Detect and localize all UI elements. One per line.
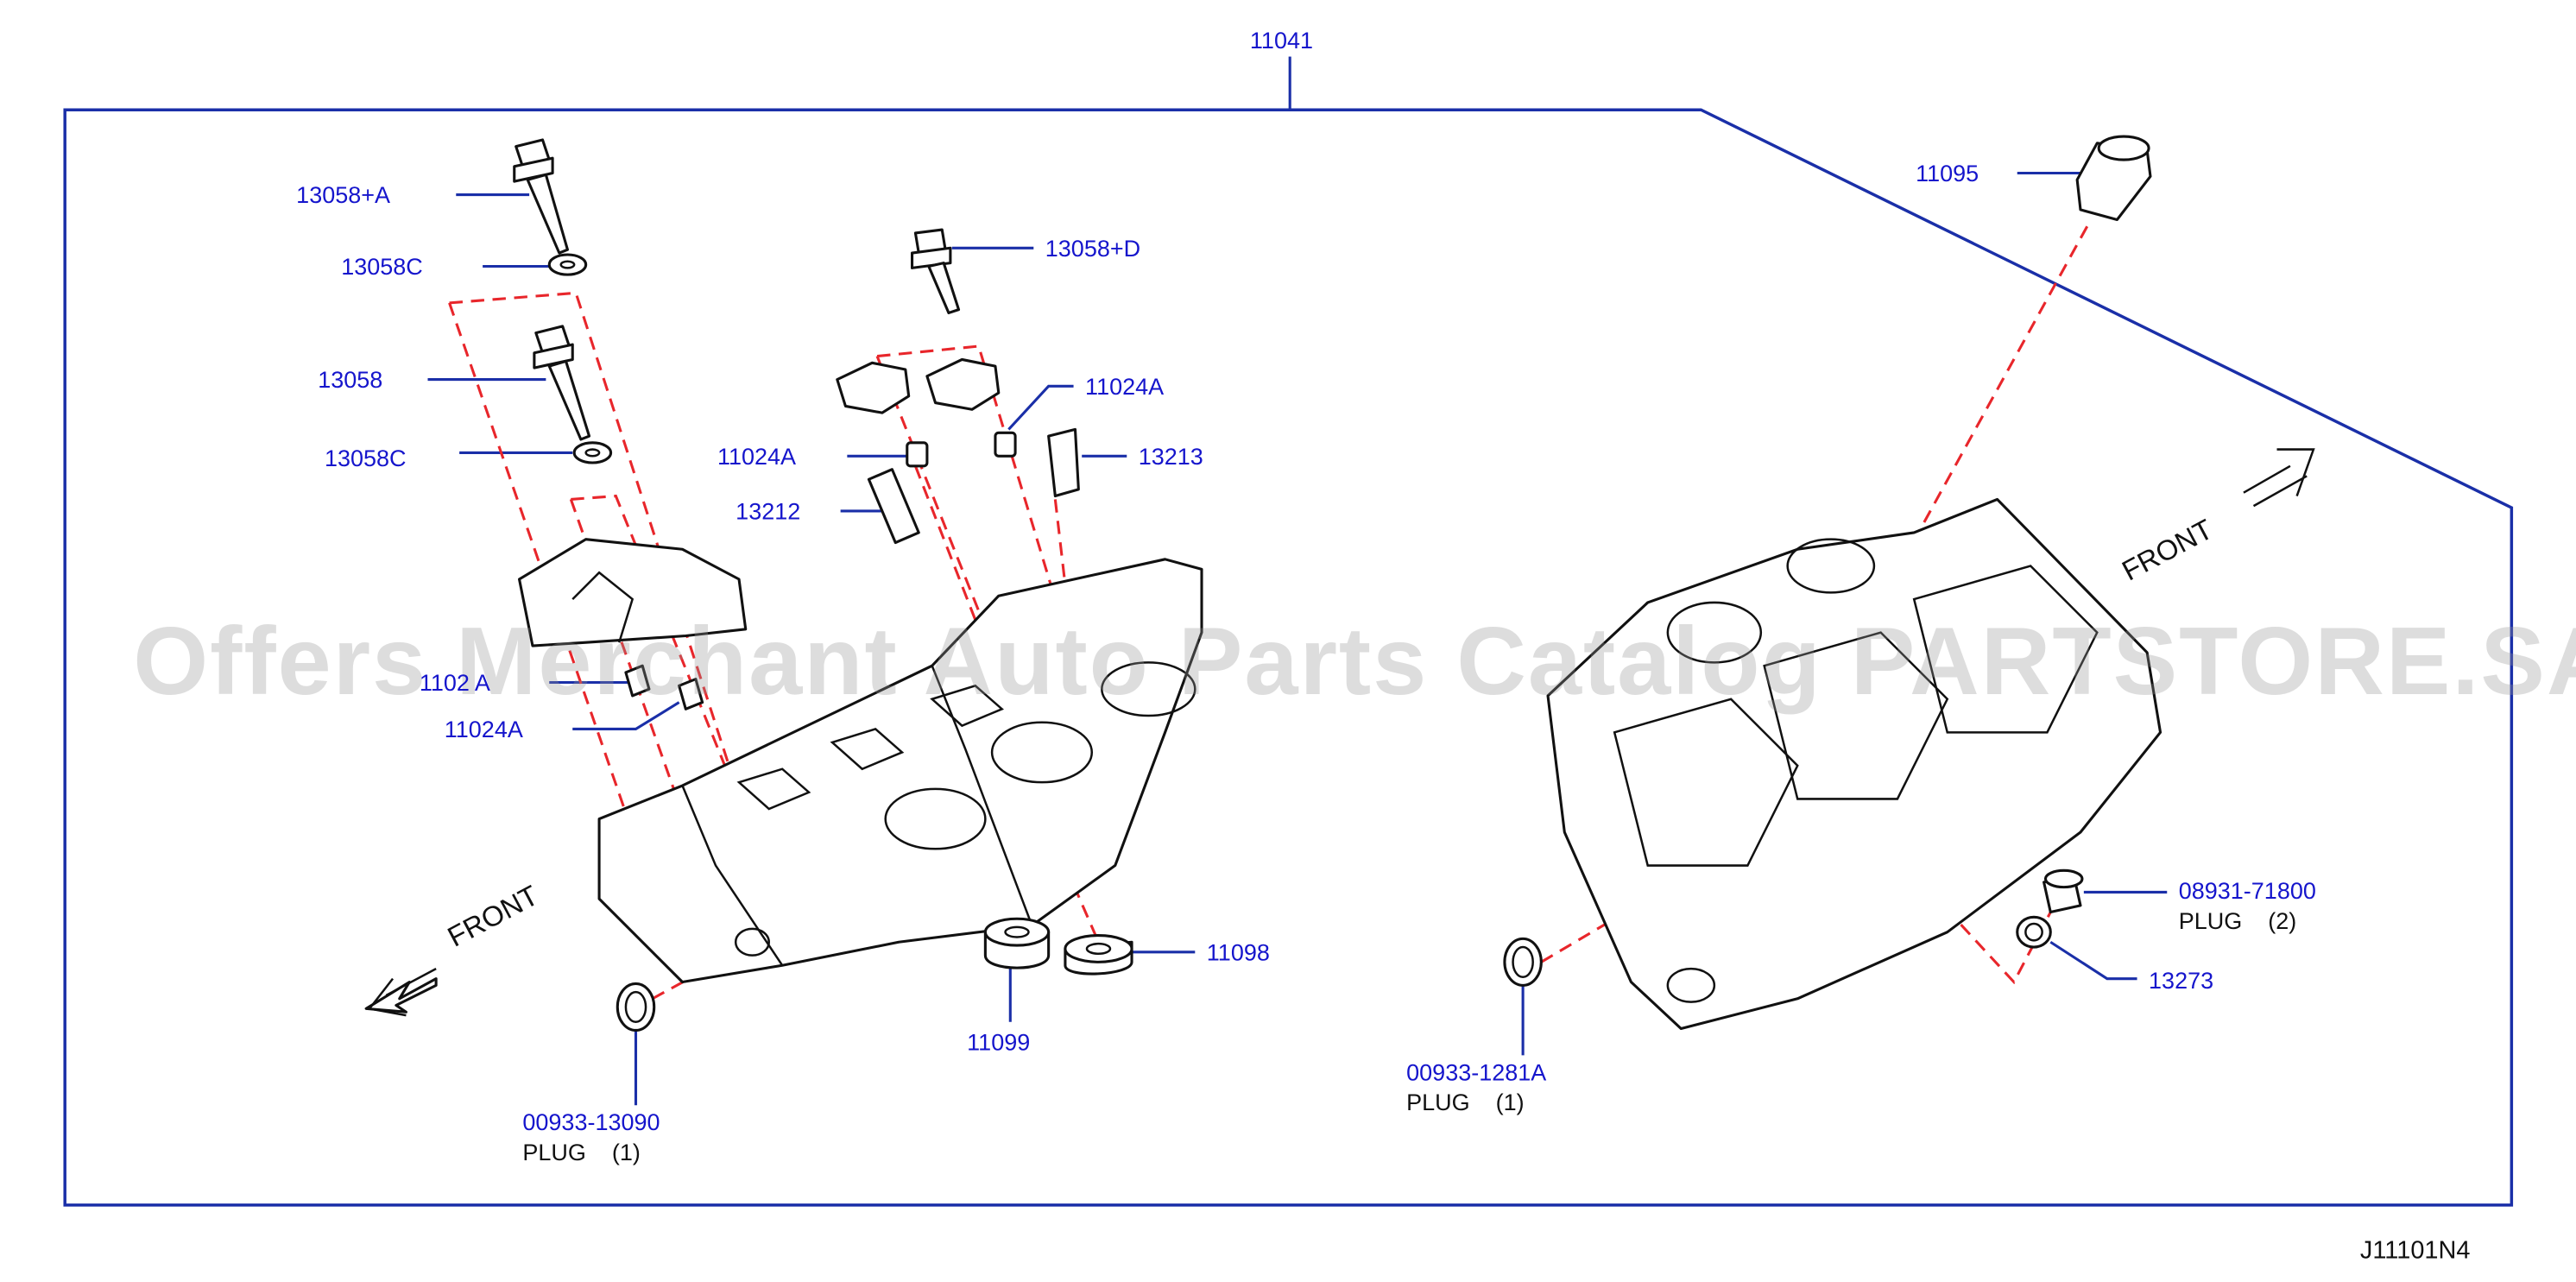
callout-13058A[interactable]: 13058+A [296,181,391,208]
plug-note-left: PLUG (1) [522,1138,641,1165]
plug-note-right: PLUG (1) [1406,1088,1525,1115]
callout-13058D[interactable]: 13058+D [1045,234,1141,262]
callout-11098[interactable]: 11098 [1206,938,1270,966]
dowel-11024A-lower [678,678,704,710]
seal-11098 [1064,933,1133,976]
front-arrow-left-icon [364,967,438,1017]
callout-00933-13090[interactable]: 00933-13090 [522,1108,660,1135]
cylinder-head-left [597,558,1203,984]
callout-11099[interactable]: 11099 [967,1028,1031,1056]
callout-13213[interactable]: 13213 [1138,442,1203,470]
watermark-text: Offers Merchant Auto Parts Catalog PARTS… [133,607,2576,717]
callout-13058C-bottom[interactable]: 13058C [324,444,407,471]
callout-11024A-right[interactable]: 11024A [1085,372,1165,400]
assembly-frame [63,108,2514,1207]
dowel-11024A-mid [906,441,929,468]
bolt-13058D [911,228,961,315]
callout-11041[interactable]: 11041 [1249,26,1314,54]
cover-11095 [2075,135,2152,222]
callout-13058C-top[interactable]: 13058C [341,253,423,280]
dowel-11024A-left [624,664,651,698]
cylinder-head-right [1546,497,2162,1031]
bolt-13058A [513,138,569,255]
pin-13213 [1047,427,1080,498]
callout-11095[interactable]: 11095 [1916,160,1979,186]
plug-note-side: PLUG (2) [2178,906,2297,934]
camshaft-brackets [836,357,1001,414]
pin-13212 [867,468,920,545]
washer-13058C-bottom [572,441,613,464]
callout-00933-1281A[interactable]: 00933-1281A [1406,1058,1547,1086]
front-arrow-right-icon [2243,448,2315,508]
washer-13058C-top [547,253,588,276]
washer-13273 [2016,915,2052,949]
seal-11099 [983,917,1051,969]
callout-11024A-left[interactable]: 11024A [444,716,523,742]
bolt-13058 [533,325,591,441]
plug-00933-1281A [1503,937,1543,987]
callout-13273[interactable]: 13273 [2149,967,2214,995]
callout-08931-71800[interactable]: 08931-71800 [2178,877,2316,904]
diagram-code: J11101N4 [2359,1236,2471,1266]
callout-11024A-mid[interactable]: 11024A [717,442,797,470]
dowel-11024A-right [994,431,1017,458]
plug-08931-71800 [2042,868,2084,914]
plug-00933-13090 [616,982,656,1032]
camshaft-front-cap [517,538,748,647]
callout-13212[interactable]: 13212 [736,497,801,525]
callout-13058[interactable]: 13058 [318,366,383,394]
callout-1102A[interactable]: 1102 A [419,669,490,696]
